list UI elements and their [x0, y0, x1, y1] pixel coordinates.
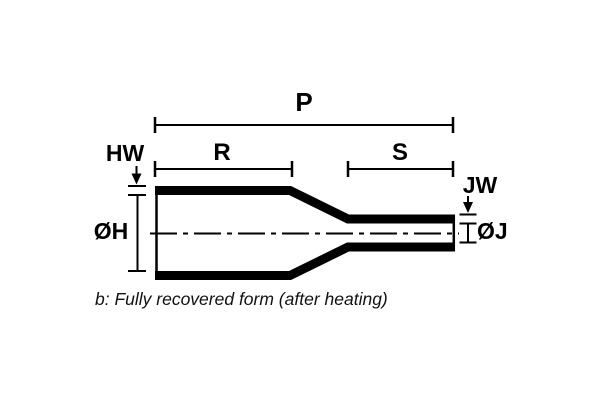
jw-arrowhead-down-icon — [463, 202, 473, 213]
dimension-oh — [128, 194, 146, 272]
tube-top-wall — [155, 186, 453, 224]
label-oh: ØH — [93, 218, 129, 244]
hw-arrowhead-down-icon — [131, 173, 142, 185]
label-hw: HW — [105, 140, 145, 166]
dimension-hw — [128, 166, 146, 187]
label-p: P — [295, 87, 313, 117]
dimension-oj — [459, 222, 477, 244]
dimension-s — [346, 161, 455, 177]
dimension-jw — [459, 196, 477, 216]
dimension-p-end-ticks — [153, 117, 455, 133]
label-oj: ØJ — [477, 218, 508, 244]
label-r: R — [213, 139, 231, 166]
dimension-s-end-ticks — [346, 161, 455, 177]
dimension-r — [153, 161, 294, 177]
tube-bottom-wall — [155, 242, 453, 280]
oh-end-ticks — [128, 194, 146, 272]
figure-caption: b: Fully recovered form (after heating) — [95, 289, 388, 309]
dimension-r-end-ticks — [153, 161, 294, 177]
label-jw: JW — [462, 172, 498, 198]
dimension-p — [153, 117, 455, 133]
oj-end-ticks — [459, 222, 477, 244]
label-s: S — [391, 139, 408, 166]
